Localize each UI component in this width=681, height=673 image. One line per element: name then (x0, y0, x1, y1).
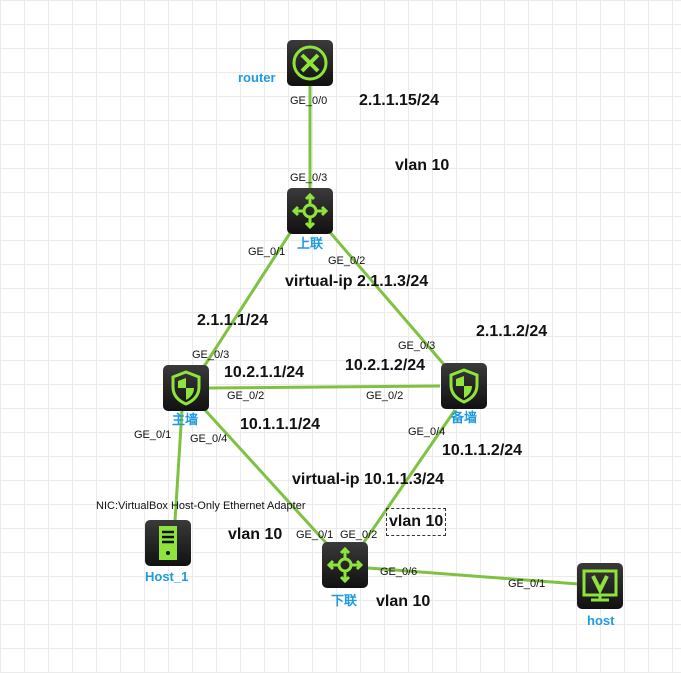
switch-icon (326, 546, 364, 584)
link-main-host1[interactable] (173, 409, 184, 522)
link-main-backup[interactable] (207, 384, 441, 390)
router-ip: 2.1.1.15/24 (359, 92, 440, 109)
main-firewall-label: 主墙 (172, 412, 199, 427)
main-upstream-ip: 2.1.1.1/24 (197, 312, 269, 329)
port-label: GE_0/1 (248, 246, 286, 258)
port-label: GE_0/1 (296, 529, 334, 541)
lower-switch-label: 下联 (331, 593, 358, 608)
vlan-box: vlan 10 (386, 508, 447, 536)
router-icon (292, 45, 328, 81)
port-label: GE_0/4 (190, 433, 228, 445)
vlan-top: vlan 10 (395, 157, 450, 174)
monitor-icon (582, 569, 618, 602)
port-label: GE_0/1 (508, 578, 546, 590)
backup-upstream-ip: 2.1.1.2/24 (476, 323, 548, 340)
link-upper-backup[interactable] (326, 229, 449, 369)
link-backup-lower[interactable] (360, 409, 457, 546)
port-label: GE_0/2 (366, 390, 404, 402)
vlan-left: vlan 10 (228, 526, 283, 543)
main-heartbeat-ip: 10.2.1.1/24 (224, 364, 305, 381)
switch-icon (291, 192, 329, 230)
host1-label: Host_1 (145, 569, 189, 584)
main-downstream-ip: 10.1.1.1/24 (240, 416, 321, 433)
link-lower-host[interactable] (367, 566, 579, 586)
backup-heartbeat-ip: 10.2.1.2/24 (345, 357, 426, 374)
link-upper-main[interactable] (201, 229, 294, 369)
port-label: GE_0/0 (290, 95, 328, 107)
virtual-ip-upper: virtual-ip 2.1.1.3/24 (285, 273, 429, 290)
host-label: host (587, 613, 615, 628)
host1-nic-label: NIC:VirtualBox Host-Only Ethernet Adapte… (96, 500, 306, 512)
vlan-bottom: vlan 10 (376, 593, 431, 610)
router-node[interactable] (287, 40, 333, 86)
virtual-ip-lower: virtual-ip 10.1.1.3/24 (292, 471, 445, 488)
port-label: GE_0/2 (227, 390, 265, 402)
host1-node[interactable] (145, 520, 191, 566)
firewall-shield-icon (449, 368, 479, 404)
port-label: GE_0/3 (290, 172, 328, 184)
backup-firewall-label: 备墙 (451, 410, 478, 425)
upper-switch-label: 上联 (297, 236, 324, 251)
lower-switch-node[interactable] (322, 542, 368, 588)
backup-downstream-ip: 10.1.1.2/24 (442, 442, 523, 459)
main-firewall-node[interactable] (163, 365, 209, 411)
firewall-shield-icon (171, 370, 201, 406)
link-main-lower[interactable] (203, 408, 330, 547)
port-label: GE_0/2 (340, 529, 378, 541)
port-label: GE_0/2 (328, 255, 366, 267)
router-label: router (238, 70, 276, 85)
upper-switch-node[interactable] (287, 188, 333, 234)
port-label: GE_0/6 (380, 566, 418, 578)
backup-firewall-node[interactable] (441, 363, 487, 409)
server-icon (159, 526, 177, 560)
port-label: GE_0/1 (134, 429, 172, 441)
port-label: GE_0/3 (192, 349, 230, 361)
port-label: GE_0/4 (408, 426, 446, 438)
host-node[interactable] (577, 563, 623, 609)
port-label: GE_0/3 (398, 340, 436, 352)
